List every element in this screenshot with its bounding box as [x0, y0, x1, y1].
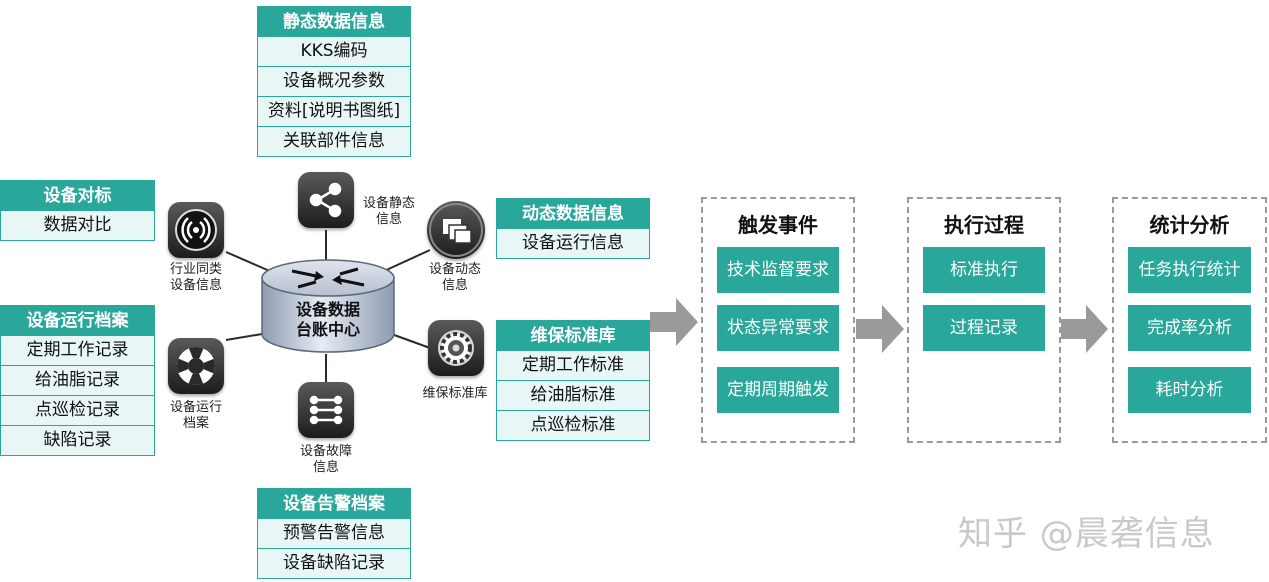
icon-label-archive: 设备运行 档案 [160, 400, 232, 432]
group-static-data: 静态数据信息 KKS编码 设备概况参数 资料[说明书图纸] 关联部件信息 [257, 6, 411, 157]
panel-statistics-analysis: 统计分析 任务执行统计 完成率分析 耗时分析 [1112, 197, 1267, 443]
flow-arrow-2 [856, 305, 904, 353]
group-static-item-params: 设备概况参数 [257, 67, 411, 97]
data-hub-cylinder [261, 259, 395, 353]
group-static-item-parts: 关联部件信息 [257, 127, 411, 157]
group-benchmark: 设备对标 数据对比 [0, 180, 155, 241]
execute-item-standard: 标准执行 [923, 247, 1045, 293]
group-archive-title: 设备运行档案 [0, 305, 155, 336]
group-archive-item-periodic: 定期工作记录 [0, 336, 155, 366]
gear-icon [428, 320, 484, 376]
group-static-title: 静态数据信息 [257, 6, 411, 37]
icon-label-archive-line1: 设备运行 [169, 400, 222, 415]
connector-archive [225, 332, 269, 341]
panel-execution-process: 标准执行 执行过程 过程记录 [907, 197, 1061, 443]
icon-label-industry: 行业同类 设备信息 [160, 262, 232, 294]
group-alarm-item-defect: 设备缺陷记录 [257, 549, 411, 579]
group-maintenance-standard: 维保标准库 定期工作标准 给油脂标准 点巡检标准 [496, 320, 650, 441]
panel-execute-title: 执行过程 [944, 213, 1024, 237]
stats-item-task: 任务执行统计 [1128, 247, 1251, 293]
stats-item-time: 耗时分析 [1128, 367, 1251, 413]
group-dynamic-item-running: 设备运行信息 [496, 229, 650, 259]
panel-stats-title: 统计分析 [1149, 213, 1230, 237]
icon-label-industry-line2: 设备信息 [169, 278, 222, 293]
group-alarm-title: 设备告警档案 [257, 488, 411, 519]
icon-label-dynamic-line1: 设备动态 [428, 262, 481, 277]
connector-industry [225, 251, 273, 273]
group-static-item-kks: KKS编码 [257, 37, 411, 67]
icon-label-maint-line1: 维保标准库 [422, 386, 488, 401]
icon-label-static-line1: 设备静态 [362, 196, 415, 211]
group-alarm-item-warning: 预警告警信息 [257, 519, 411, 549]
icon-label-fault: 设备故障 信息 [290, 444, 362, 476]
group-alarm-archive: 设备告警档案 预警告警信息 设备缺陷记录 [257, 488, 411, 579]
icon-label-archive-line2: 档案 [182, 416, 209, 431]
group-static-item-docs: 资料[说明书图纸] [257, 97, 411, 127]
signal-icon [168, 202, 224, 258]
group-maint-item-grease: 给油脂标准 [496, 381, 650, 411]
panel-trigger-events: 触发事件 技术监督要求 状态异常要求 定期周期触发 [701, 197, 855, 443]
share-icon [298, 172, 354, 228]
windows-icon [427, 201, 485, 259]
stats-item-rate: 完成率分析 [1128, 305, 1251, 351]
icon-label-dynamic: 设备动态 信息 [420, 262, 490, 294]
flow-arrow-3 [1060, 305, 1108, 353]
group-maint-title: 维保标准库 [496, 320, 650, 351]
group-benchmark-item-compare: 数据对比 [0, 211, 155, 241]
trigger-item-abnormal: 状态异常要求 [717, 305, 839, 351]
group-maint-item-inspection: 点巡检标准 [496, 411, 650, 441]
group-dynamic-data: 动态数据信息 设备运行信息 [496, 198, 650, 259]
group-archive-item-grease: 给油脂记录 [0, 366, 155, 396]
group-run-archive: 设备运行档案 定期工作记录 给油脂记录 点巡检记录 缺陷记录 [0, 305, 155, 456]
sliders-icon [298, 382, 354, 438]
connector-dynamic [381, 249, 431, 273]
execute-item-record: 过程记录 [923, 305, 1045, 351]
group-dynamic-title: 动态数据信息 [496, 198, 650, 229]
watermark: 知乎 @晨砻信息 [958, 514, 1215, 554]
icon-label-maint: 维保标准库 [410, 386, 500, 402]
panel-trigger-title: 触发事件 [738, 213, 818, 237]
icon-label-fault-line1: 设备故障 [299, 444, 352, 459]
icon-label-fault-line2: 信息 [312, 460, 339, 475]
group-benchmark-title: 设备对标 [0, 180, 155, 211]
hub-label-line1: 设备数据 [295, 300, 360, 319]
icon-label-dynamic-line2: 信息 [441, 278, 468, 293]
icon-label-static: 设备静态 信息 [356, 196, 422, 228]
hub-label-line2: 台账中心 [295, 320, 360, 339]
group-maint-item-periodic: 定期工作标准 [496, 351, 650, 381]
trigger-item-supervision: 技术监督要求 [717, 247, 839, 293]
group-archive-item-defect: 缺陷记录 [0, 426, 155, 456]
lifebuoy-icon [168, 338, 224, 394]
hub-label: 设备数据 台账中心 [268, 300, 388, 340]
flow-arrow-1 [650, 298, 698, 346]
group-archive-item-inspection: 点巡检记录 [0, 396, 155, 426]
trigger-item-periodic: 定期周期触发 [717, 367, 839, 413]
icon-label-static-line2: 信息 [375, 212, 402, 227]
icon-label-industry-line1: 行业同类 [169, 262, 222, 277]
